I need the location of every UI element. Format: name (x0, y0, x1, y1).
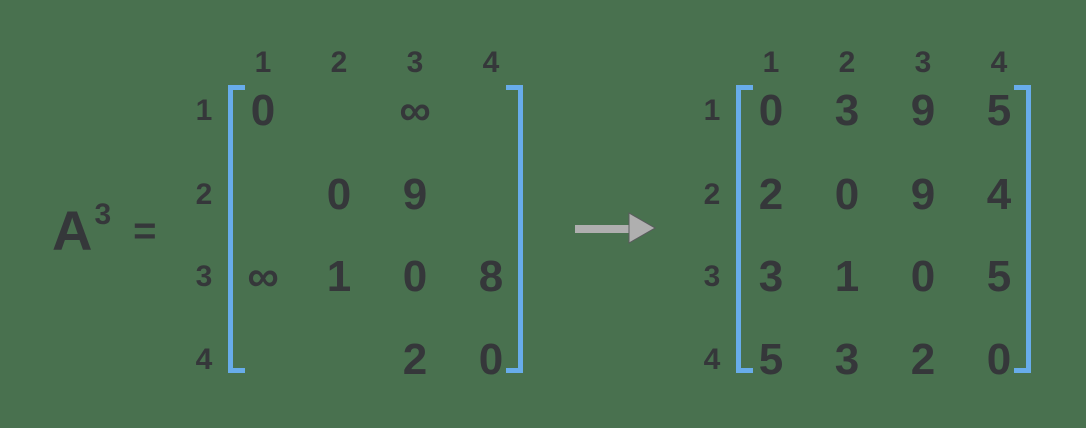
row-label: 1 (703, 94, 721, 127)
equals-sign: = (133, 209, 157, 253)
matrix-cell: 2 (758, 170, 784, 219)
right-bracket (1014, 85, 1031, 373)
column-header: 1 (762, 46, 780, 79)
matrix-cell: 0 (326, 170, 352, 219)
matrix-cell: 9 (910, 170, 936, 219)
column-header: 4 (482, 46, 500, 79)
column-header: 1 (254, 46, 272, 79)
matrix-cell: 2 (910, 335, 936, 384)
matrix-cell: 0 (478, 335, 504, 384)
column-header: 4 (990, 46, 1008, 79)
matrix-cell: 5 (986, 86, 1012, 135)
row-label: 4 (703, 343, 721, 376)
right-bracket (506, 85, 523, 373)
row-label: 2 (703, 178, 721, 211)
matrix-cell: 9 (402, 170, 428, 219)
equation-base: A (52, 199, 93, 262)
column-header: 2 (838, 46, 856, 79)
matrix-cell: 1 (834, 252, 860, 301)
left-bracket (736, 85, 753, 373)
matrix-cell: 0 (758, 86, 784, 135)
matrix-cell: 0 (402, 252, 428, 301)
right-arrow-icon (575, 212, 656, 244)
matrix-cell: 5 (758, 335, 784, 384)
column-header: 2 (330, 46, 348, 79)
matrix-cell: 4 (986, 170, 1012, 219)
matrix-cell: 8 (478, 252, 504, 301)
matrix-cell: 0 (986, 335, 1012, 384)
matrix-cell: ∞ (247, 252, 279, 301)
row-label: 3 (195, 260, 213, 293)
matrix-cell: 0 (834, 170, 860, 219)
row-label: 4 (195, 343, 213, 376)
matrix-cell: 3 (834, 335, 860, 384)
row-label: 3 (703, 260, 721, 293)
matrix-power-equation: A 3 = (52, 198, 157, 262)
matrix-result: 1 2 3 4 1 2 3 4 0 3 9 5 2 0 9 4 3 1 0 5 … (700, 40, 1052, 400)
matrix-cell: 3 (834, 86, 860, 135)
matrix-cell: 9 (910, 86, 936, 135)
matrix-with-infinities: 1 2 3 4 1 2 3 4 0 ∞ 0 9 ∞ 1 0 8 2 0 (192, 40, 544, 400)
matrix-cell: 1 (326, 252, 352, 301)
left-bracket (228, 85, 245, 373)
equation-exponent: 3 (94, 198, 112, 231)
row-label: 2 (195, 178, 213, 211)
matrix-cell: ∞ (399, 86, 431, 135)
matrix-cell: 0 (250, 86, 276, 135)
row-label: 1 (195, 94, 213, 127)
column-header: 3 (914, 46, 932, 79)
matrix-cell: 0 (910, 252, 936, 301)
column-header: 3 (406, 46, 424, 79)
matrix-cell: 2 (402, 335, 428, 384)
matrix-cell: 3 (758, 252, 784, 301)
matrix-cell: 5 (986, 252, 1012, 301)
